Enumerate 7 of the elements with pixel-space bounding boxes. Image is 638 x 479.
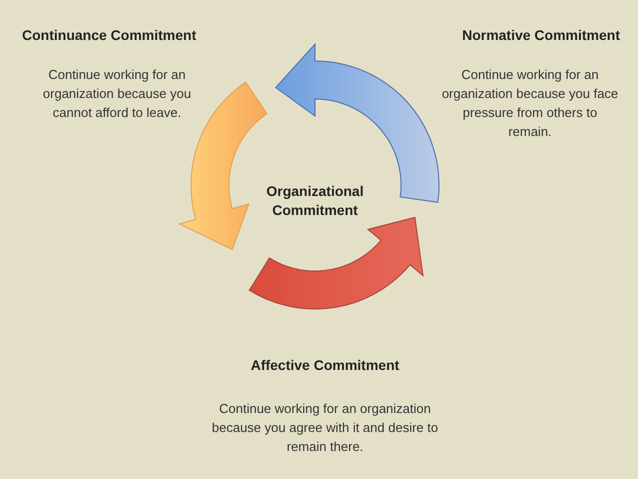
heading: Organizational Commitment xyxy=(265,182,365,220)
heading: Affective Commitment xyxy=(250,356,400,375)
description: Continue working for an organization because you agree with it and desire to remain there. xyxy=(210,400,440,456)
heading: Continuance Commitment xyxy=(22,26,196,45)
heading: Normative Commitment xyxy=(462,26,620,45)
description: Continue working for an organization because you cannot afford to leave. xyxy=(42,66,192,122)
description: Continue working for an organization because you face pressure from others to remain. xyxy=(440,66,620,141)
